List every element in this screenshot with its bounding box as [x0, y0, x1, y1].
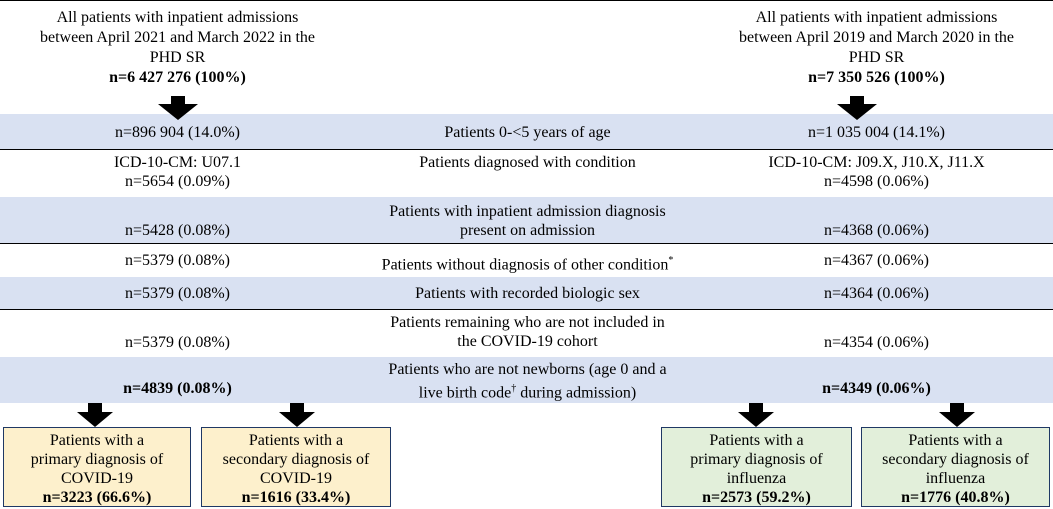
- outcome-line: secondary diagnosis of: [882, 451, 1029, 468]
- header-left-line3: PHD SR: [149, 49, 206, 66]
- row-admission-label-line1: Patients with inpatient admission diagno…: [389, 203, 666, 220]
- outcome-count: n=2573 (59.2%): [702, 489, 811, 506]
- flow-row-admission: n=5428 (0.08%) Patients with inpatient a…: [0, 197, 1053, 243]
- row-cohort-label-line1: Patients remaining who are not included …: [390, 314, 665, 331]
- outcome-line: influenza: [726, 470, 787, 487]
- row-newborns-right: n=4349 (0.06%): [822, 380, 931, 397]
- outcome-box-covid-secondary: Patients with a secondary diagnosis of C…: [201, 427, 391, 507]
- arrow-down-icon: [738, 403, 774, 427]
- row-admission-label: Patients with inpatient admission diagno…: [355, 202, 700, 240]
- row-condition-left-code: ICD-10-CM: U07.1: [113, 154, 242, 171]
- row-sex-left: n=5379 (0.08%): [124, 285, 230, 302]
- outcome-count: n=1616 (33.4%): [241, 489, 351, 506]
- outcome-line: Patients with a: [49, 432, 145, 449]
- header-right: All patients with inpatient admissions b…: [700, 8, 1053, 88]
- row-age-right: n=1 035 004 (14.1%): [807, 124, 945, 141]
- row-condition-right: ICD-10-CM: J09.X, J10.X, J11.X n=4598 (0…: [700, 153, 1053, 191]
- row-divider: [0, 309, 1053, 310]
- outcome-box-influenza-primary: Patients with a primary diagnosis of inf…: [661, 427, 852, 507]
- outcome-line: primary diagnosis of: [690, 451, 823, 468]
- outcome-count: n=1776 (40.8%): [901, 489, 1010, 506]
- row-other-left: n=5379 (0.08%): [124, 252, 230, 269]
- flow-row-cohort: n=5379 (0.08%) Patients remaining who ar…: [0, 310, 1053, 356]
- row-other-right: n=4367 (0.06%): [823, 252, 929, 269]
- row-other-label: Patients without diagnosis of other cond…: [381, 255, 674, 274]
- row-age-left: n=896 904 (14.0%): [114, 124, 240, 141]
- flow-row-other-condition: n=5379 (0.08%) Patients without diagnosi…: [0, 244, 1053, 276]
- header-right-count: n=7 350 526 (100%): [808, 69, 945, 86]
- outcome-line: Patients with a: [248, 432, 344, 449]
- row-divider: [0, 243, 1053, 244]
- row-sex-right: n=4364 (0.06%): [823, 285, 929, 302]
- outcome-count: n=3223 (66.6%): [42, 489, 152, 506]
- row-newborns-label: Patients who are not newborns (age 0 and…: [355, 360, 700, 402]
- header-left: All patients with inpatient admissions b…: [0, 8, 355, 88]
- row-cohort-label: Patients remaining who are not included …: [355, 313, 700, 351]
- flow-row-newborns: n=4839 (0.08%) Patients who are not newb…: [0, 357, 1053, 403]
- outcome-line: Patients with a: [709, 432, 804, 449]
- arrow-down-icon: [279, 403, 315, 427]
- outcome-line: primary diagnosis of: [30, 451, 164, 468]
- outcome-line: Patients with a: [908, 432, 1003, 449]
- flow-row-condition: ICD-10-CM: U07.1 n=5654 (0.09%) Patients…: [0, 150, 1053, 196]
- header-right-line3: PHD SR: [848, 49, 905, 66]
- row-condition-right-code: ICD-10-CM: J09.X, J10.X, J11.X: [768, 154, 985, 171]
- row-sex-label: Patients with recorded biologic sex: [415, 285, 640, 302]
- row-admission-label-line2: present on admission: [459, 222, 596, 239]
- header-left-count: n=6 427 276 (100%): [109, 69, 246, 86]
- top-rule: [0, 0, 1053, 1]
- outcome-line: COVID-19: [260, 470, 332, 487]
- row-newborns-label-line2: live birth code† during admission): [418, 383, 637, 402]
- row-admission-right: n=4368 (0.06%): [823, 222, 929, 239]
- outcome-line: secondary diagnosis of: [222, 451, 370, 468]
- row-cohort-right: n=4354 (0.06%): [823, 334, 929, 351]
- header-right-line1: All patients with inpatient admissions: [755, 9, 998, 26]
- outcome-box-influenza-secondary: Patients with a secondary diagnosis of i…: [861, 427, 1050, 507]
- row-cohort-label-line2: the COVID-19 cohort: [457, 333, 598, 350]
- row-condition-label: Patients diagnosed with condition: [419, 154, 636, 171]
- header-left-line2: between April 2021 and March 2022 in the: [39, 29, 316, 46]
- row-condition-right-count: n=4598 (0.06%): [823, 173, 929, 190]
- arrow-down-icon: [158, 96, 198, 120]
- arrow-down-icon: [939, 403, 975, 427]
- flow-row-sex: n=5379 (0.08%) Patients with recorded bi…: [0, 277, 1053, 309]
- arrow-down-icon: [837, 96, 877, 120]
- outcome-line: influenza: [925, 470, 986, 487]
- row-cohort-left: n=5379 (0.08%): [124, 334, 230, 351]
- row-condition-left-count: n=5654 (0.09%): [124, 173, 230, 190]
- arrow-down-icon: [77, 403, 113, 427]
- row-condition-left: ICD-10-CM: U07.1 n=5654 (0.09%): [0, 153, 355, 191]
- outcome-line: COVID-19: [61, 470, 133, 487]
- flow-row-age: n=896 904 (14.0%) Patients 0-<5 years of…: [0, 114, 1053, 149]
- row-newborns-left: n=4839 (0.08%): [123, 380, 232, 397]
- header-right-line2: between April 2019 and March 2020 in the: [738, 29, 1015, 46]
- outcome-box-covid-primary: Patients with a primary diagnosis of COV…: [3, 427, 191, 507]
- row-admission-left: n=5428 (0.08%): [124, 222, 230, 239]
- row-age-label: Patients 0-<5 years of age: [444, 124, 611, 141]
- header-left-line1: All patients with inpatient admissions: [56, 9, 299, 26]
- row-divider: [0, 149, 1053, 150]
- row-newborns-label-line1: Patients who are not newborns (age 0 and…: [388, 361, 667, 378]
